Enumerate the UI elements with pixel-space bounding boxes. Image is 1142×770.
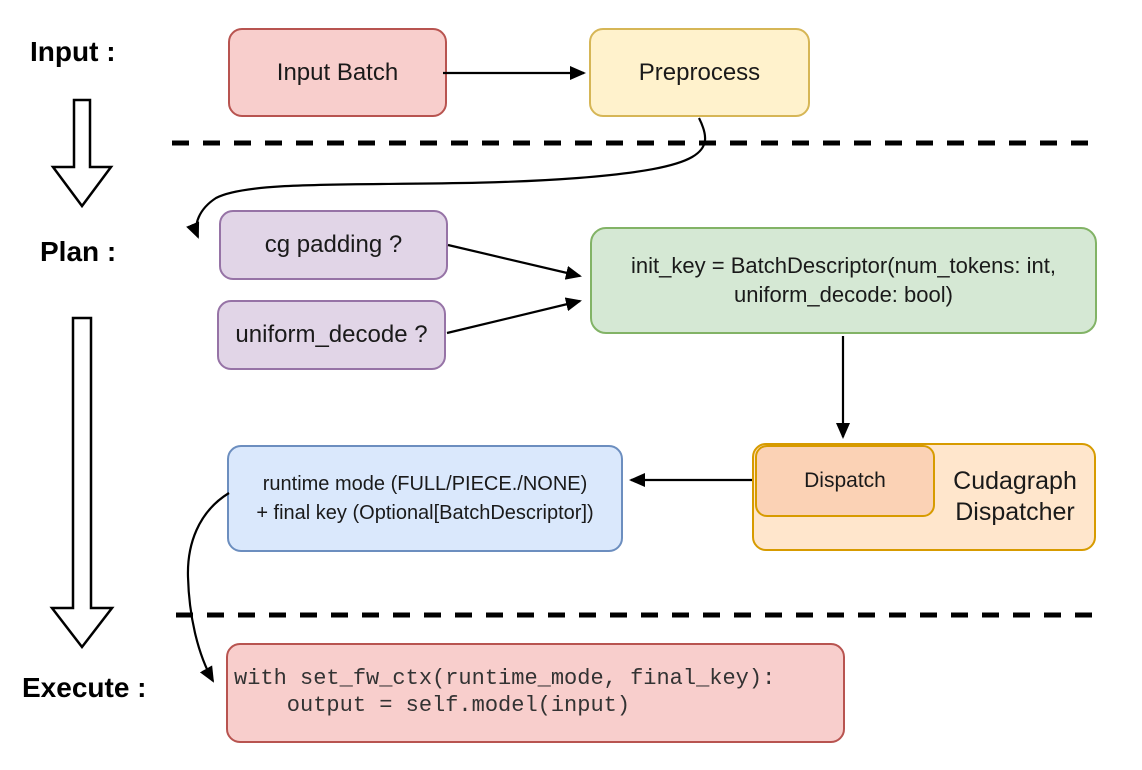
plan-down-arrow-icon [49, 316, 115, 650]
execute-code-node: with set_fw_ctx(runtime_mode, final_key)… [226, 643, 845, 743]
arrow-cg-padding-to-init-key [447, 243, 582, 280]
uniform-decode-label: uniform_decode ? [235, 321, 428, 349]
uniform-decode-node: uniform_decode ? [217, 300, 446, 370]
cg-padding-label: cg padding ? [264, 231, 403, 259]
cg-padding-node: cg padding ? [219, 210, 448, 280]
arrow-runtime-mode-to-execute [186, 492, 230, 683]
runtime-mode-line1: runtime mode (FULL/PIECE./NONE) [262, 472, 588, 495]
plan-stage-label: Plan : [40, 236, 117, 267]
input-down-arrow-icon [50, 98, 114, 209]
init-key-line2: uniform_decode: bool) [734, 281, 953, 307]
code-line-1: with set_fw_ctx(runtime_mode, final_key)… [234, 666, 776, 692]
input-batch-label: Input Batch [276, 58, 399, 86]
preprocess-node: Preprocess [589, 28, 810, 117]
preprocess-label: Preprocess [638, 58, 761, 86]
execute-stage-label: Execute : [22, 672, 147, 703]
input-stage-label: Input : [30, 36, 116, 67]
arrow-uniform-decode-to-init-key [446, 297, 582, 335]
init-key-line1: init_key = BatchDescriptor(num_tokens: i… [631, 252, 1056, 278]
cudagraph-dispatcher-label: Cudagraph Dispatcher [953, 466, 1077, 526]
dispatch-label: Dispatch [804, 469, 886, 493]
dispatch-node: Dispatch [755, 445, 935, 517]
runtime-mode-node: runtime mode (FULL/PIECE./NONE) + final … [227, 445, 623, 552]
input-batch-node: Input Batch [228, 28, 447, 117]
runtime-mode-line2: + final key (Optional[BatchDescriptor]) [256, 501, 594, 524]
code-line-2: output = self.model(input) [234, 693, 631, 718]
init-key-node: init_key = BatchDescriptor(num_tokens: i… [590, 227, 1097, 334]
